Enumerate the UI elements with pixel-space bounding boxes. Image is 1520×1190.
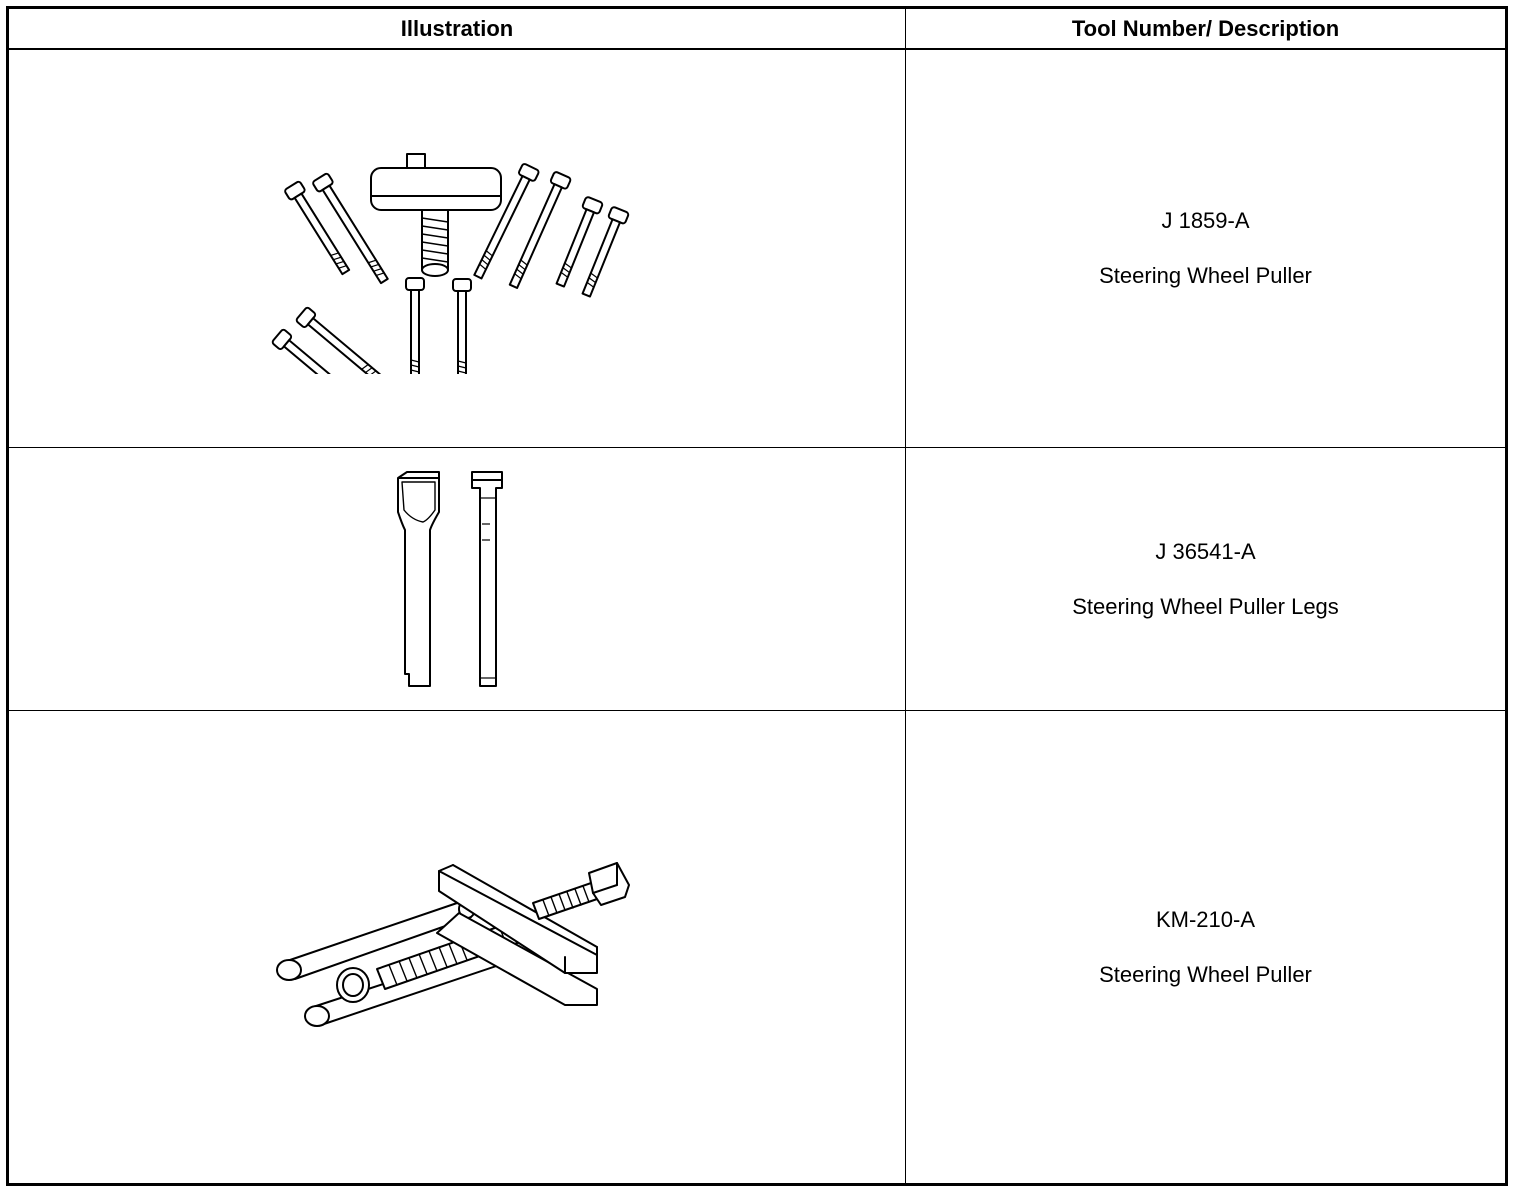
steering-wheel-puller-set-icon	[271, 152, 630, 374]
header-illustration: Illustration	[400, 15, 514, 41]
bolt-icon	[555, 195, 604, 288]
steering-wheel-puller-assembly-icon	[276, 862, 630, 1027]
tool-description: Steering Wheel Puller Legs	[1072, 593, 1339, 619]
tool-description: Steering Wheel Puller	[1099, 263, 1312, 288]
bolt-icon	[271, 328, 363, 374]
tool-table: Illustration Tool Number/ Description	[6, 6, 1508, 1186]
header-tool-cell: Tool Number/ Description	[906, 9, 1505, 48]
column-divider	[905, 9, 906, 1183]
bolt-icon	[284, 180, 351, 275]
table-row-1-description: J 1859-A Steering Wheel Puller	[906, 50, 1505, 447]
table-row-1-illustration	[9, 50, 905, 447]
header-illustration-cell: Illustration	[9, 9, 905, 48]
row-divider	[9, 447, 1505, 448]
tool-number: J 1859-A	[1161, 208, 1250, 233]
cross-bar-icon	[436, 864, 598, 1006]
bolt-icon	[405, 276, 425, 374]
bolt-icon	[508, 170, 572, 289]
table-row-3-description: KM-210-A Steering Wheel Puller	[906, 711, 1505, 1183]
bolt-icon	[452, 277, 472, 374]
bolt-icon	[295, 306, 387, 374]
header-tool-number-description: Tool Number/ Description	[1071, 15, 1340, 41]
bolt-icon	[581, 205, 630, 298]
tool-number: KM-210-A	[1155, 906, 1256, 932]
bolt-icon	[473, 162, 540, 279]
forcing-screw-icon	[532, 862, 630, 920]
tool-number: J 36541-A	[1155, 538, 1256, 564]
table-row-2-description: J 36541-A Steering Wheel Puller Legs	[906, 448, 1505, 710]
header-divider	[9, 48, 1505, 50]
table-row-3-illustration	[9, 711, 905, 1183]
bolt-icon	[312, 172, 389, 284]
puller-leg-icon	[397, 471, 440, 687]
table-row-2-illustration	[9, 448, 905, 710]
tool-description: Steering Wheel Puller	[1099, 961, 1312, 987]
puller-leg-icon	[471, 471, 503, 687]
puller-body-icon	[370, 152, 502, 277]
row-divider	[9, 710, 1505, 711]
sleeve-icon	[336, 967, 370, 1003]
puller-legs-icon	[397, 471, 503, 687]
